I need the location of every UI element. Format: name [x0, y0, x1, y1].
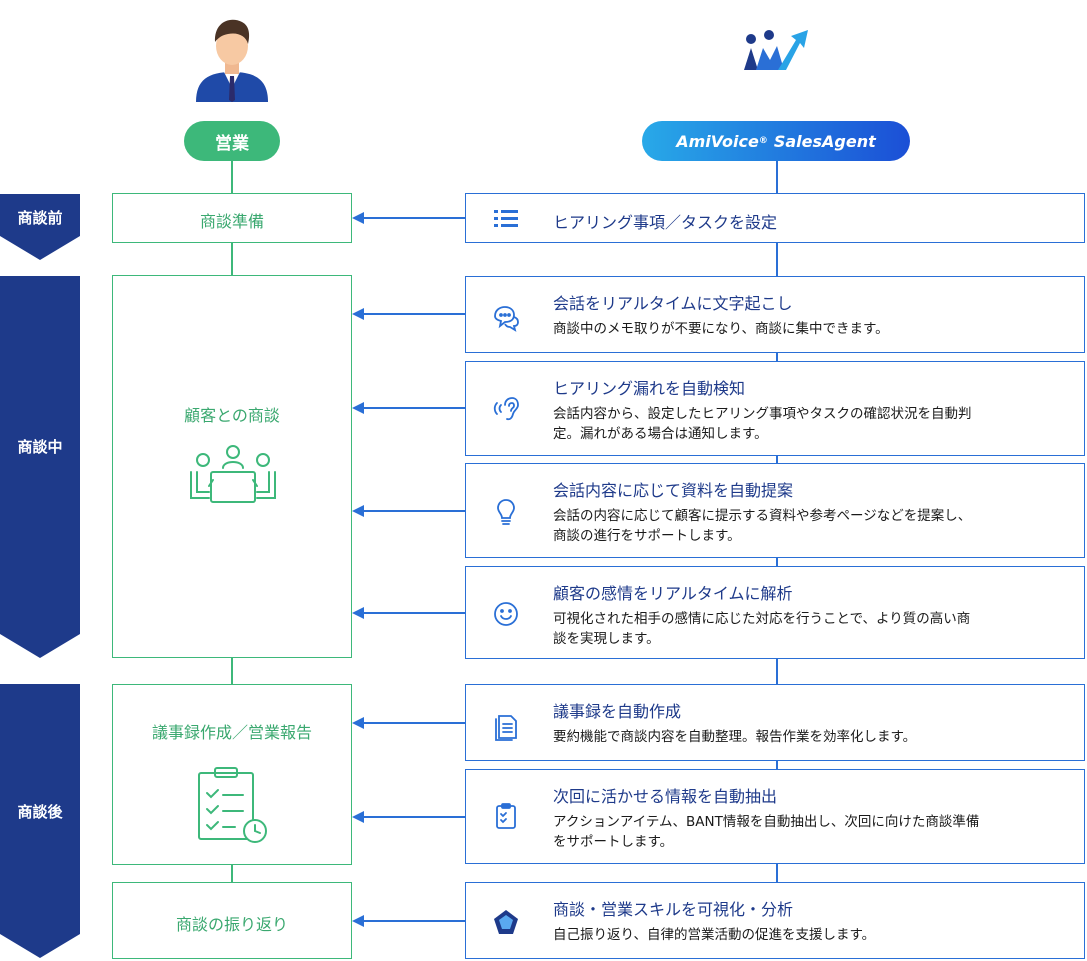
meeting-table-icon — [190, 445, 276, 503]
step-minutes-label: 議事録作成／営業報告 — [151, 723, 312, 742]
step-meeting-box: 顧客との商談 — [112, 275, 352, 658]
feature-minutes-box: 議事録を自動作成 要約機能で商談内容を自動整理。報告作業を効率化します。 — [465, 684, 1085, 761]
step-meeting-label: 顧客との商談 — [184, 406, 280, 425]
flow-arrow — [352, 811, 465, 823]
pentagon-chart-icon — [494, 910, 518, 934]
registered-mark: ® — [758, 136, 768, 146]
phase-after-label: 商談後 — [17, 803, 63, 821]
feature-desc-line: 会話の内容に応じて顧客に提示する資料や参考ページなどを提案し、 — [553, 508, 972, 524]
feature-detection-box: ヒアリング漏れを自動検知 会話内容から、設定したヒアリング事項やタスクの確認状況… — [465, 361, 1085, 456]
ear-icon — [493, 397, 519, 421]
feature-desc-line: 商談中のメモ取りが不要になり、商談に集中できます。 — [553, 321, 889, 337]
feature-title: 次回に活かせる情報を自動抽出 — [553, 787, 778, 806]
document-icon — [495, 715, 517, 741]
feature-extraction-box: 次回に活かせる情報を自動抽出 アクションアイテム、BANT情報を自動抽出し、次回… — [465, 769, 1085, 864]
feature-desc-line: 商談の進行をサポートします。 — [553, 528, 741, 544]
feature-desc-line: 談を実現します。 — [553, 631, 660, 647]
feature-desc-line: 要約機能で商談内容を自動整理。報告作業を効率化します。 — [553, 729, 917, 745]
feature-suggestion-box: 会話内容に応じて資料を自動提案 会話の内容に応じて顧客に提示する資料や参考ページ… — [465, 463, 1085, 558]
sales-pill-label: 営業 — [215, 133, 249, 154]
agent-flow-line — [776, 161, 778, 955]
flow-arrow — [352, 402, 465, 414]
smiley-icon — [494, 602, 518, 626]
phase-before-label: 商談前 — [17, 209, 63, 227]
amivoice-logo-icon — [744, 30, 808, 70]
step-prep-label: 商談準備 — [199, 212, 264, 231]
feature-transcription-box: 会話をリアルタイムに文字起こし 商談中のメモ取りが不要になり、商談に集中できます… — [465, 276, 1085, 353]
amivoice-salesagent-pill: AmiVoice® SalesAgent — [642, 121, 910, 161]
phase-during-label: 商談中 — [17, 438, 63, 456]
feature-title: 議事録を自動作成 — [553, 702, 682, 721]
feature-desc-line: アクションアイテム、BANT情報を自動抽出し、次回に向けた商談準備 — [553, 814, 980, 830]
lightbulb-icon — [497, 499, 515, 525]
feature-setting-box: ヒアリング事項／タスクを設定 — [465, 193, 1085, 243]
flow-arrow — [352, 212, 465, 224]
report-clipboard-icon — [198, 767, 267, 843]
step-review-box: 商談の振り返り — [112, 882, 352, 959]
feature-title: ヒアリング漏れを自動検知 — [553, 379, 746, 398]
feature-desc-line: 定。漏れがある場合は通知します。 — [553, 426, 768, 442]
feature-title: ヒアリング事項／タスクを設定 — [553, 213, 778, 232]
step-review-label: 商談の振り返り — [175, 915, 288, 934]
list-icon — [494, 210, 518, 227]
businessman-avatar-icon — [196, 19, 268, 102]
feature-desc-line: をサポートします。 — [553, 834, 674, 850]
step-minutes-box: 議事録作成／営業報告 — [112, 684, 352, 865]
feature-title: 会話内容に応じて資料を自動提案 — [553, 481, 794, 500]
step-prep-box: 商談準備 — [112, 193, 352, 243]
feature-emotion-box: 顧客の感情をリアルタイムに解析 可視化された相手の感情に応じた対応を行うことで、… — [465, 566, 1085, 659]
flow-arrow — [352, 308, 465, 320]
flow-arrow — [352, 717, 465, 729]
feature-desc-line: 可視化された相手の感情に応じた対応を行うことで、より質の高い商 — [553, 611, 971, 627]
feature-title: 顧客の感情をリアルタイムに解析 — [553, 584, 793, 603]
clipboard-icon — [496, 803, 516, 829]
feature-skills-box: 商談・営業スキルを可視化・分析 自己振り返り、自律的営業活動の促進を支援します。 — [465, 882, 1085, 959]
sales-pill: 営業 — [184, 121, 280, 161]
flow-arrow — [352, 915, 465, 927]
feature-title: 会話をリアルタイムに文字起こし — [553, 294, 793, 313]
phase-after: 商談後 — [0, 684, 80, 958]
feature-desc-line: 会話内容から、設定したヒアリング事項やタスクの確認状況を自動判 — [553, 406, 972, 422]
flow-arrow — [352, 505, 465, 517]
phase-before: 商談前 — [0, 194, 80, 260]
feature-title: 商談・営業スキルを可視化・分析 — [553, 900, 794, 919]
agent-product-label: SalesAgent — [773, 131, 876, 151]
chat-bubbles-icon — [494, 306, 519, 332]
agent-brand-label: AmiVoice — [676, 131, 759, 151]
phase-during: 商談中 — [0, 276, 80, 658]
feature-desc-line: 自己振り返り、自律的営業活動の促進を支援します。 — [553, 927, 876, 943]
flow-arrow — [352, 607, 465, 619]
